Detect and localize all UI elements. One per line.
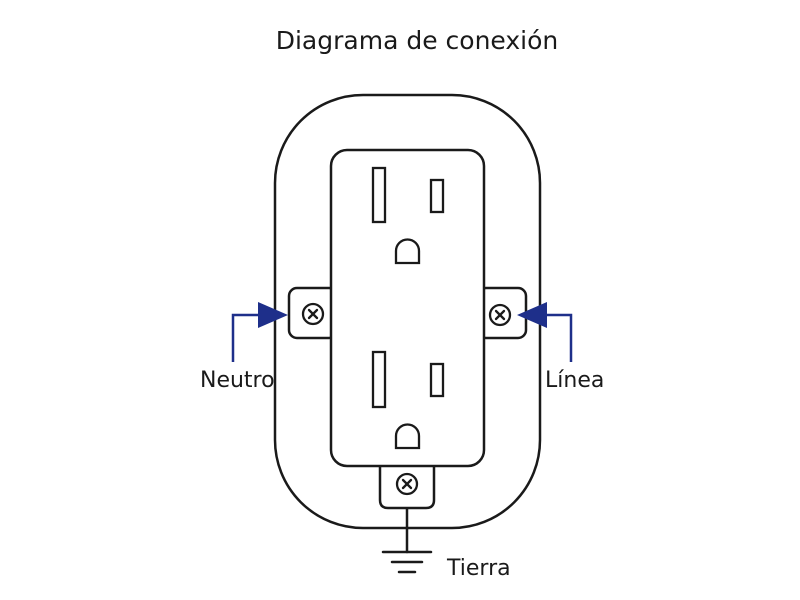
ground-screw-icon <box>395 472 419 496</box>
neutral-label: Neutro <box>200 368 275 393</box>
upper-outlet-neutral-slot <box>371 166 387 224</box>
upper-outlet-ground-hole <box>394 238 421 265</box>
ground-label: Tierra <box>446 556 511 581</box>
receptacle-body <box>329 148 486 468</box>
diagram-title: Diagrama de conexión <box>276 26 559 55</box>
lower-outlet-neutral-slot <box>371 350 387 409</box>
upper-outlet-hot-slot <box>429 178 445 214</box>
line-screw-icon <box>488 303 512 327</box>
neutral-arrow <box>231 302 288 362</box>
line-arrow <box>517 302 573 362</box>
lower-outlet-ground-hole <box>394 423 421 450</box>
line-label: Línea <box>545 368 604 393</box>
neutral-screw-icon <box>301 302 325 326</box>
lower-outlet-hot-slot <box>429 362 445 398</box>
